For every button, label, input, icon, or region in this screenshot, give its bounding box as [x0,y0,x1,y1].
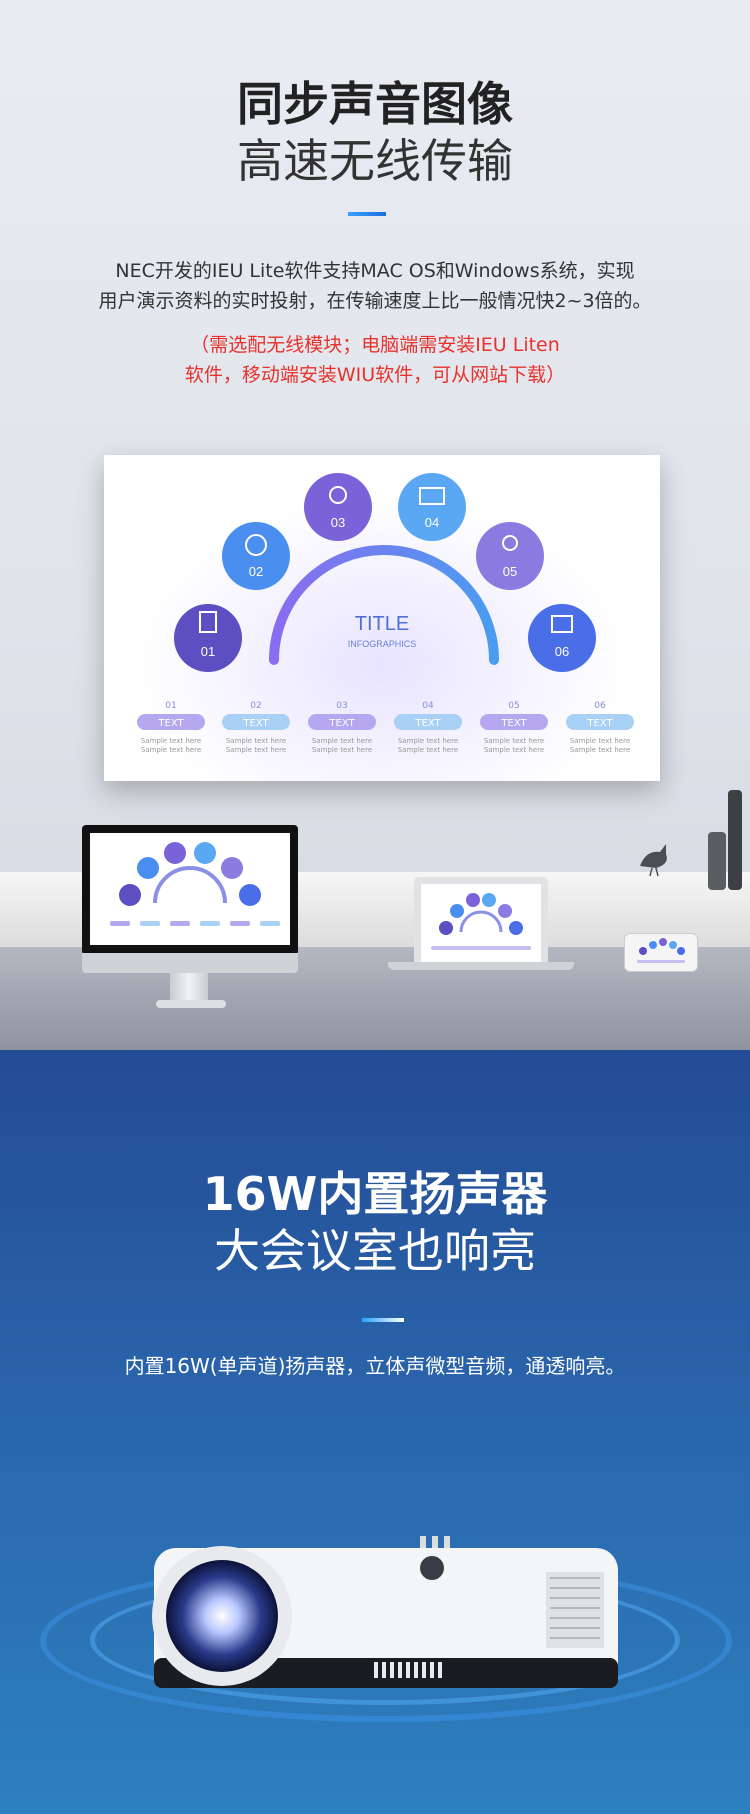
svg-text:TEXT: TEXT [242,718,269,729]
svg-text:Sample text here: Sample text here [141,746,201,754]
svg-text:Sample text here: Sample text here [570,746,630,754]
svg-text:Sample text here: Sample text here [570,737,630,745]
note-line-2: 软件，移动端安装WIU软件，可从网站下载） [184,364,566,386]
bird-decoration-icon [640,844,667,877]
info-item-05: 05 TEXT Sample text here Sample text her… [480,701,548,754]
infographic: TITLE INFOGRAPHICS 01 02 03 04 [132,473,634,781]
info-item-03: 03 TEXT Sample text here Sample text her… [308,701,376,754]
speaker-section: 16W内置扬声器 大会议室也响亮 内置16W(单声道)扬声器，立体声微型音频，通… [0,1050,750,1814]
svg-text:01: 01 [165,701,176,711]
laptop-base [388,962,574,970]
description-line-2: 用户演示资料的实时投射，在传输速度上比一般情况快2~3倍的。 [98,290,652,312]
svg-text:TEXT: TEXT [157,718,184,729]
svg-text:04: 04 [422,701,434,711]
svg-text:02: 02 [250,701,261,711]
monitor-stand [170,973,208,1003]
svg-text:Sample text here: Sample text here [398,746,458,754]
svg-text:TEXT: TEXT [586,718,613,729]
laptop-infographic-thumbnail [431,893,531,950]
globe-icon [245,534,267,556]
svg-text:Sample text here: Sample text here [484,737,544,745]
monitor-infographic-thumbnail [110,842,280,926]
monitor-base [156,1000,226,1008]
phone-infographic-thumbnail [637,938,685,963]
info-item-04: 04 TEXT Sample text here Sample text her… [394,701,462,754]
svg-text:05: 05 [508,701,519,711]
description-paragraph: NEC开发的IEU Lite软件支持MAC OS和Windows系统，实现 用户… [40,256,710,316]
laptop [414,877,548,962]
svg-text:Sample text here: Sample text here [312,737,372,745]
svg-text:TEXT: TEXT [500,718,527,729]
svg-text:06: 06 [555,644,569,659]
smartphone [624,933,698,972]
document-icon [199,611,217,633]
circle-05: 05 [476,522,544,590]
section-subtitle: 高速无线传输 [237,134,513,188]
svg-text:06: 06 [594,701,606,711]
circle-04: 04 [398,473,466,541]
svg-text:Sample text here: Sample text here [226,746,286,754]
projection-screen: TITLE INFOGRAPHICS 01 02 03 04 [104,455,660,781]
laptop-screen [421,884,541,962]
svg-text:Sample text here: Sample text here [398,737,458,745]
accent-bar [362,1318,404,1322]
speaker-title: 16W内置扬声器 [202,1167,548,1221]
infographic-title: TITLE [355,613,409,635]
svg-text:03: 03 [331,515,345,530]
description-line-1: NEC开发的IEU Lite软件支持MAC OS和Windows系统，实现 [115,260,635,282]
vase-decoration [708,832,726,890]
svg-text:03: 03 [336,701,347,711]
svg-text:Sample text here: Sample text here [484,746,544,754]
svg-text:01: 01 [201,644,215,659]
monitor-chin [82,953,298,973]
accent-bar [348,212,386,216]
svg-text:TEXT: TEXT [328,718,355,729]
people-icon [502,535,518,551]
note-line-1: （需选配无线模块；电脑端需安装IEU Liten [190,334,560,356]
info-item-02: 02 TEXT Sample text here Sample text her… [222,701,290,754]
svg-text:02: 02 [249,564,263,579]
svg-text:Sample text here: Sample text here [226,737,286,745]
circle-02: 02 [222,522,290,590]
speaker-description: 内置16W(单声道)扬声器，立体声微型音频，通透响亮。 [124,1354,626,1378]
infographic-subtitle: INFOGRAPHICS [348,639,417,649]
speaker-subtitle: 大会议室也响亮 [214,1224,536,1278]
circle-03: 03 [304,473,372,541]
desktop-monitor [82,825,298,955]
info-item-06: 06 TEXT Sample text here Sample text her… [566,701,634,754]
info-item-01: 01 TEXT Sample text here Sample text her… [137,701,205,754]
section-title: 同步声音图像 [237,77,513,131]
lightbulb-icon [329,486,347,504]
wireless-section: 同步声音图像 高速无线传输 NEC开发的IEU Lite软件支持MAC OS和W… [0,0,750,1050]
projector-image [152,1536,618,1688]
circle-01: 01 [174,604,242,672]
folder-search-icon [551,615,573,633]
monitor-screen [90,833,290,945]
svg-text:TEXT: TEXT [414,718,441,729]
svg-text:Sample text here: Sample text here [312,746,372,754]
note-paragraph: （需选配无线模块；电脑端需安装IEU Liten 软件，移动端安装WIU软件，可… [40,330,710,390]
mail-icon [419,487,445,505]
tall-vase-decoration [728,790,742,890]
svg-text:Sample text here: Sample text here [141,737,201,745]
svg-text:05: 05 [503,564,517,579]
circle-06: 06 [528,604,596,672]
svg-text:04: 04 [425,515,439,530]
